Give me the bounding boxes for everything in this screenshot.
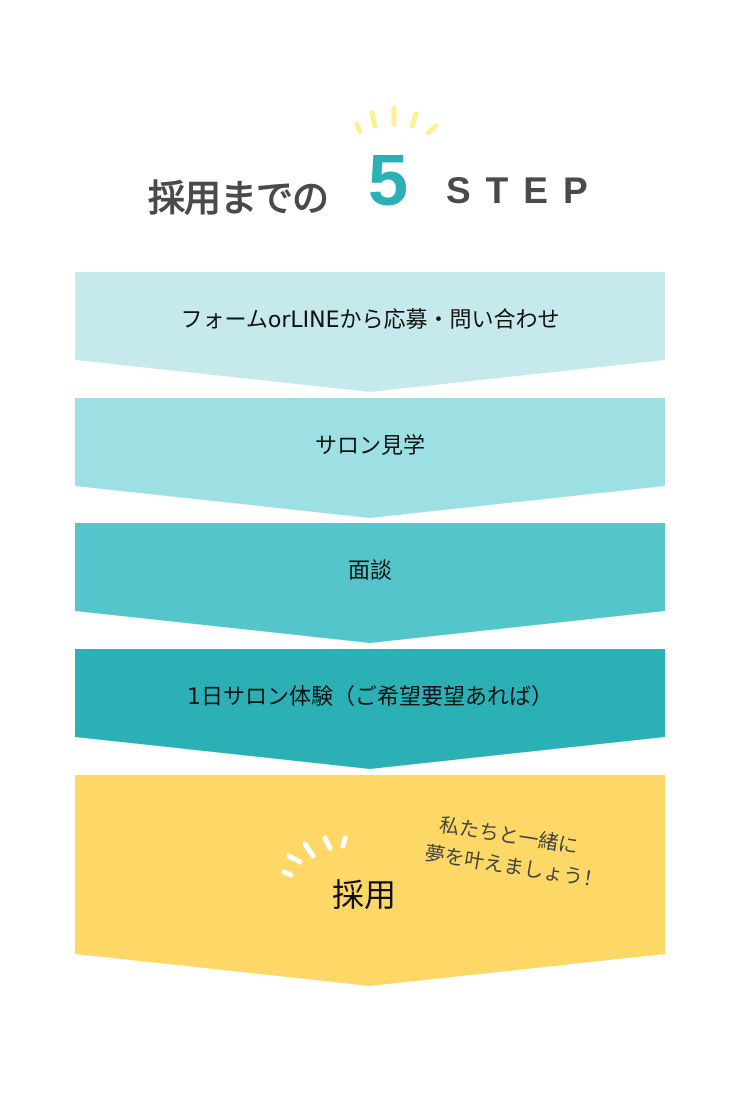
title-step: STEP xyxy=(446,170,603,211)
step-2-label: サロン見学 xyxy=(314,434,425,459)
title-text: 採用までの xyxy=(148,177,329,220)
step-3-label: 面談 xyxy=(347,559,392,584)
sparkle-icon xyxy=(281,835,348,878)
step-4-label: 1日サロン体験（ご希望要望あれば） xyxy=(187,685,553,710)
final-step-label: 採用 xyxy=(332,876,397,914)
step-4: 1日サロン体験（ご希望要望あれば） xyxy=(75,649,665,769)
step-2: サロン見学 xyxy=(75,398,665,518)
step-1: フォームorLINEから応募・問い合わせ xyxy=(75,272,665,392)
step-1-label: フォームorLINEから応募・問い合わせ xyxy=(180,308,560,333)
title-number: 5 xyxy=(368,141,409,221)
sparkle-icon xyxy=(354,105,439,136)
step-5 xyxy=(75,775,665,987)
step-3: 面談 xyxy=(75,523,665,643)
